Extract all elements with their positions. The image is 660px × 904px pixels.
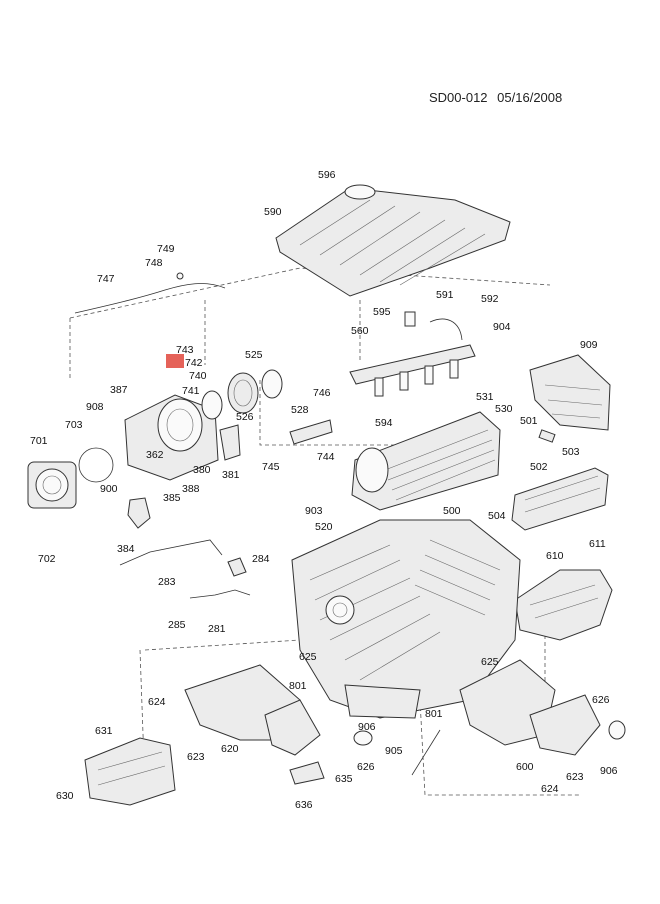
callout-908: 908 [86, 401, 104, 413]
callout-528: 528 [291, 404, 309, 416]
callout-503: 503 [562, 446, 580, 458]
callout-620: 620 [221, 743, 239, 755]
callout-906-center: 906 [358, 721, 376, 733]
callout-905: 905 [385, 745, 403, 757]
callout-596: 596 [318, 169, 336, 181]
highlight-box-742 [166, 354, 184, 368]
callout-387: 387 [110, 384, 128, 396]
callout-702: 702 [38, 553, 56, 565]
callout-283: 283 [158, 576, 176, 588]
engine-cover-590 [275, 184, 511, 297]
exhaust-manifold-620 [184, 664, 321, 756]
diagram-header: SD00-012 05/16/2008 [429, 90, 562, 105]
callout-623-left: 623 [187, 751, 205, 763]
callout-742: 742 [185, 357, 203, 369]
callout-747: 747 [97, 273, 115, 285]
callout-388: 388 [182, 483, 200, 495]
callout-531: 531 [476, 391, 494, 403]
callout-625-right: 625 [481, 656, 499, 668]
callout-380: 380 [193, 464, 211, 476]
gaskets-626 [353, 720, 626, 746]
callout-636: 636 [295, 799, 313, 811]
bracket-744 [289, 419, 333, 445]
callout-625-left: 625 [299, 651, 317, 663]
callout-labels: 596 590 749 748 747 591 592 595 904 560 … [30, 169, 618, 811]
callout-501: 501 [520, 415, 538, 427]
heat-shield-610 [514, 569, 613, 641]
callout-903: 903 [305, 505, 323, 517]
assembly-guide-lines [69, 267, 580, 796]
callout-600: 600 [516, 761, 534, 773]
callout-631: 631 [95, 725, 113, 737]
gasket-703 [78, 447, 114, 483]
callout-530: 530 [495, 403, 513, 415]
callout-746: 746 [313, 387, 331, 399]
callout-592: 592 [481, 293, 499, 305]
diagram-code: SD00-012 [429, 90, 488, 105]
diagram-date: 05/16/2008 [497, 90, 563, 105]
callout-594: 594 [375, 417, 393, 429]
bracket-909 [529, 354, 611, 431]
coolant-tubes-283-281 [119, 497, 251, 599]
callout-500: 500 [443, 505, 461, 517]
callout-904: 904 [493, 321, 511, 333]
callout-740: 740 [189, 370, 207, 382]
callout-610: 610 [546, 550, 564, 562]
callout-385: 385 [163, 492, 181, 504]
callout-626-right: 626 [592, 694, 610, 706]
callout-801-left: 801 [289, 680, 307, 692]
callout-701: 701 [30, 435, 48, 447]
heat-shield-630 [84, 737, 176, 806]
sensor-502 [538, 429, 556, 443]
callout-909: 909 [580, 339, 598, 351]
callout-635: 635 [335, 773, 353, 785]
dipstick-905 [411, 729, 441, 776]
callout-560: 560 [351, 325, 369, 337]
seal-rings-525-526 [201, 369, 283, 420]
clip-381 [219, 424, 241, 461]
callout-520: 520 [315, 521, 333, 533]
callout-285: 285 [168, 619, 186, 631]
fuel-rail-560 [349, 311, 476, 397]
callout-504: 504 [488, 510, 506, 522]
callout-703: 703 [65, 419, 83, 431]
callout-281: 281 [208, 623, 226, 635]
engine-block [291, 519, 521, 719]
callout-744: 744 [317, 451, 335, 463]
callout-624-right: 624 [541, 783, 559, 795]
callout-906-right: 906 [600, 765, 618, 777]
callout-591: 591 [436, 289, 454, 301]
callout-384: 384 [117, 543, 135, 555]
callout-623-right: 623 [566, 771, 584, 783]
callout-801-right: 801 [425, 708, 443, 720]
callout-748: 748 [145, 257, 163, 269]
vacuum-hose-747 [74, 272, 226, 314]
callout-630: 630 [56, 790, 74, 802]
callout-741: 741 [182, 385, 200, 397]
callout-381: 381 [222, 469, 240, 481]
intake-manifold-500 [351, 411, 501, 511]
callout-595: 595 [373, 306, 391, 318]
exhaust-manifold-600 [459, 659, 601, 756]
callout-626-left: 626 [357, 761, 375, 773]
throttle-housing-380 [124, 394, 219, 481]
callout-502: 502 [530, 461, 548, 473]
callout-362: 362 [146, 449, 164, 461]
callout-624-left: 624 [148, 696, 166, 708]
callout-284: 284 [252, 553, 270, 565]
bracket-635 [289, 761, 325, 785]
throttle-body-701 [27, 461, 77, 509]
callout-900: 900 [100, 483, 118, 495]
callout-526-upper: 526 [236, 411, 254, 423]
callout-749: 749 [157, 243, 175, 255]
callout-525: 525 [245, 349, 263, 361]
callout-611: 611 [589, 538, 606, 550]
callout-743: 743 [176, 344, 194, 356]
callout-745: 745 [262, 461, 280, 473]
callout-590: 590 [264, 206, 282, 218]
valve-cover-503 [511, 467, 609, 531]
